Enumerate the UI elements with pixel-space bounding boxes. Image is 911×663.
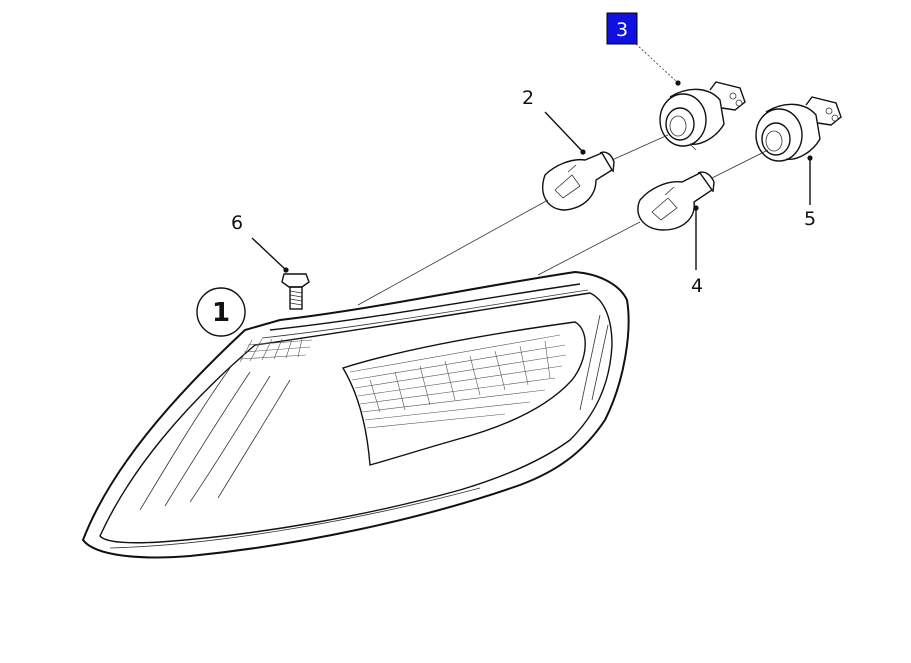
callout-2[interactable]: 2 <box>522 87 534 109</box>
socket-upper[interactable] <box>659 81 746 151</box>
bulb-lower[interactable] <box>637 171 715 231</box>
callout-1-label: 1 <box>212 298 230 328</box>
bulb-upper[interactable] <box>542 151 615 211</box>
screw[interactable] <box>281 273 310 310</box>
callout-4[interactable]: 4 <box>691 275 703 297</box>
callout-3[interactable]: 3 <box>606 12 638 45</box>
lamp-housing[interactable] <box>81 270 630 559</box>
assembly-lines <box>357 134 769 306</box>
callout-3-label: 3 <box>616 19 628 41</box>
socket-lower[interactable] <box>755 96 842 162</box>
leader-lines <box>251 43 813 273</box>
callout-6[interactable]: 6 <box>231 212 243 234</box>
callout-5[interactable]: 5 <box>804 208 816 230</box>
callout-1[interactable]: 1 <box>196 287 246 337</box>
